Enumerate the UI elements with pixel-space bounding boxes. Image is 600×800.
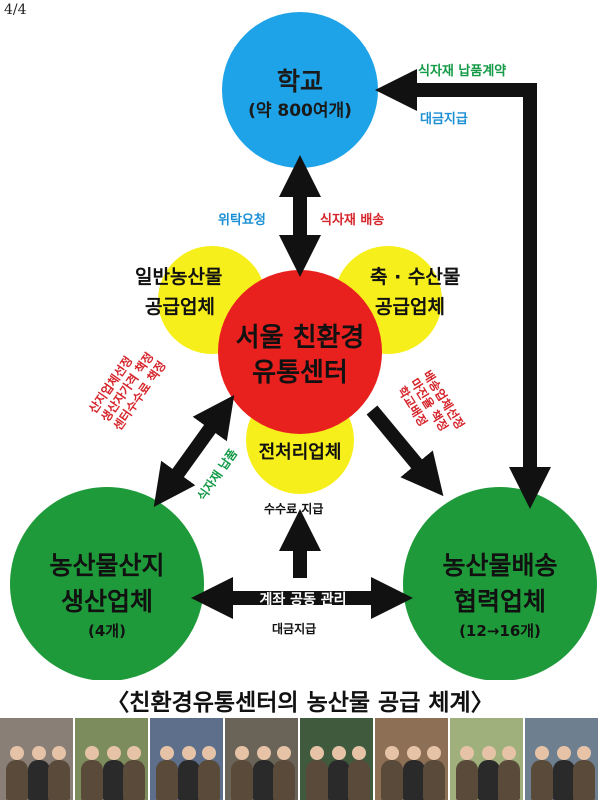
food-delivery-label: 식자재 배송 (320, 209, 384, 228)
diagram-caption: 〈친환경유통센터의 농산물 공급 체계〉 (0, 683, 600, 717)
person-figure (423, 760, 445, 800)
person-figure (306, 760, 328, 800)
producer-line2: 생산업체 (22, 582, 192, 618)
person-figure (573, 760, 595, 800)
person-figure (198, 760, 220, 800)
preprocess-label: 전처리업체 (250, 438, 350, 464)
payment-bottom-label: 대금지급 (272, 620, 316, 637)
person-head (332, 746, 346, 760)
person-figure (103, 760, 125, 800)
person-figure (253, 760, 275, 800)
photo-6 (375, 718, 450, 800)
livestock-line2: 공급업체 (375, 292, 445, 319)
person-head (557, 746, 571, 760)
producer-line1: 농산물산지 (22, 546, 192, 582)
person-head (160, 746, 174, 760)
person-figure (328, 760, 350, 800)
person-head (202, 746, 216, 760)
person-head (407, 746, 421, 760)
person-figure (381, 760, 403, 800)
person-figure (28, 760, 50, 800)
general-agri-line2: 공급업체 (145, 292, 215, 319)
person-figure (478, 760, 500, 800)
photo-3 (150, 718, 225, 800)
person-head (85, 746, 99, 760)
school-title: 학교 (250, 62, 350, 98)
person-figure (273, 760, 295, 800)
person-head (257, 746, 271, 760)
school-subtitle: (약 800여개) (230, 96, 370, 121)
general-agri-line1: 일반농산물 (135, 262, 222, 289)
person-figure (456, 760, 478, 800)
person-figure (156, 760, 178, 800)
photo-1 (0, 718, 75, 800)
person-head (352, 746, 366, 760)
distributor-line2: 협력업체 (415, 582, 585, 618)
payment-school-label: 대금지급 (420, 108, 468, 127)
person-figure (81, 760, 103, 800)
person-head (32, 746, 46, 760)
person-head (277, 746, 291, 760)
photo-5 (300, 718, 375, 800)
person-head (460, 746, 474, 760)
photo-8 (525, 718, 600, 800)
photo-strip (0, 718, 600, 800)
contract-label: 식자재 납품계약 (418, 60, 506, 79)
person-figure (6, 760, 28, 800)
producer-count: (4개) (22, 620, 192, 641)
center-line2: 유통센터 (226, 352, 374, 389)
person-figure (553, 760, 575, 800)
person-head (502, 746, 516, 760)
photo-7 (450, 718, 525, 800)
commission-request-label: 위탁요청 (218, 209, 266, 228)
photo-4 (225, 718, 300, 800)
person-head (182, 746, 196, 760)
person-figure (178, 760, 200, 800)
center-line1: 서울 친환경 (226, 317, 374, 354)
person-head (10, 746, 24, 760)
person-figure (231, 760, 253, 800)
person-figure (348, 760, 370, 800)
person-head (235, 746, 249, 760)
person-head (482, 746, 496, 760)
person-figure (498, 760, 520, 800)
person-head (577, 746, 591, 760)
joint-account-label: 계좌 공동 관리 (238, 589, 368, 609)
person-figure (48, 760, 70, 800)
person-figure (531, 760, 553, 800)
photo-2 (75, 718, 150, 800)
person-head (427, 746, 441, 760)
person-figure (403, 760, 425, 800)
distributor-count: (12→16개) (415, 620, 585, 641)
person-figure (123, 760, 145, 800)
fee-payment-label: 수수료 지급 (264, 500, 323, 517)
person-head (52, 746, 66, 760)
person-head (107, 746, 121, 760)
person-head (310, 746, 324, 760)
livestock-line1: 축 · 수산물 (370, 262, 460, 289)
person-head (127, 746, 141, 760)
person-head (385, 746, 399, 760)
distributor-line1: 농산물배송 (415, 546, 585, 582)
person-head (535, 746, 549, 760)
